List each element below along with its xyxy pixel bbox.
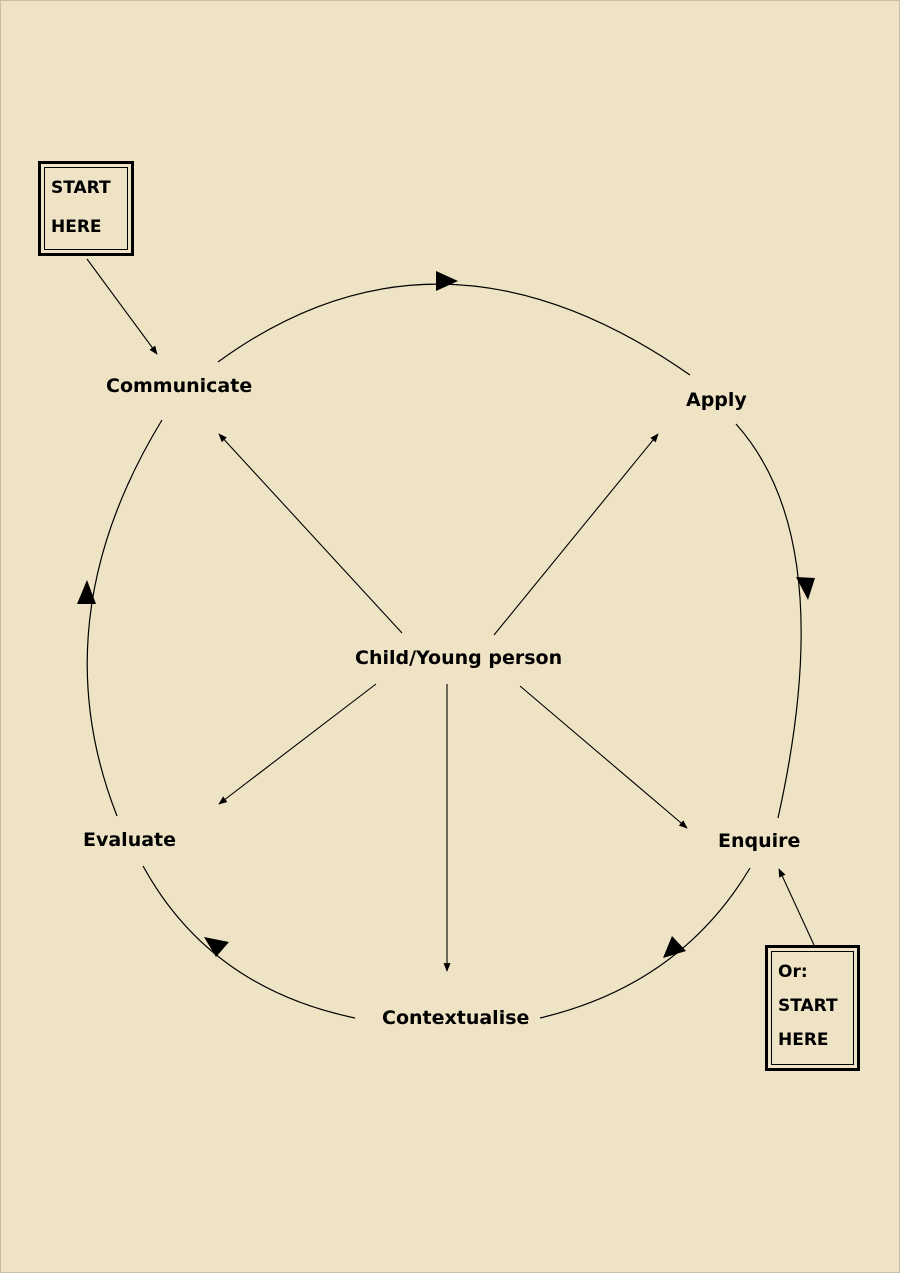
- arrowhead-bottom-right: [663, 936, 686, 958]
- start-here-box: START HERE: [38, 161, 134, 256]
- arc-contextualise-to-evaluate: [142, 865, 356, 1019]
- or-start-here-line-3: HERE: [778, 1030, 829, 1050]
- node-evaluate: Evaluate: [83, 829, 177, 851]
- arc-evaluate-to-communicate: [86, 419, 163, 817]
- arrowhead-right: [796, 577, 815, 600]
- or-start-here-line-1: Or:: [778, 962, 808, 982]
- start-here-line-2: HERE: [51, 217, 102, 237]
- cycle-arrowheads: [77, 271, 815, 958]
- arrowhead-left: [77, 580, 96, 604]
- arc-apply-to-enquire: [735, 423, 802, 819]
- arc-communicate-to-apply: [217, 283, 691, 376]
- node-center: Child/Young person: [355, 647, 563, 669]
- arrow-center-to-evaluate: [218, 683, 377, 805]
- arrow-center-to-apply: [493, 433, 659, 636]
- node-contextualise: Contextualise: [382, 1007, 530, 1029]
- arrowhead-bottom-left: [204, 937, 229, 957]
- start-here-line-1: START: [51, 178, 111, 198]
- center-arrows: [86, 258, 815, 972]
- arrow-center-to-enquire: [519, 685, 688, 829]
- node-enquire: Enquire: [718, 830, 801, 852]
- or-start-here-box: Or: START HERE: [765, 945, 860, 1071]
- arrowhead-top: [436, 271, 458, 291]
- or-start-here-line-2: START: [778, 996, 838, 1016]
- start-here-box-inner: START HERE: [44, 167, 128, 250]
- arrow-start-to-communicate: [86, 258, 158, 355]
- node-communicate: Communicate: [106, 375, 253, 397]
- arc-enquire-to-contextualise: [539, 867, 751, 1019]
- node-apply: Apply: [686, 389, 747, 411]
- arrow-start2-to-enquire: [778, 868, 815, 946]
- or-start-here-box-inner: Or: START HERE: [771, 951, 854, 1065]
- arrow-center-to-communicate: [218, 433, 403, 634]
